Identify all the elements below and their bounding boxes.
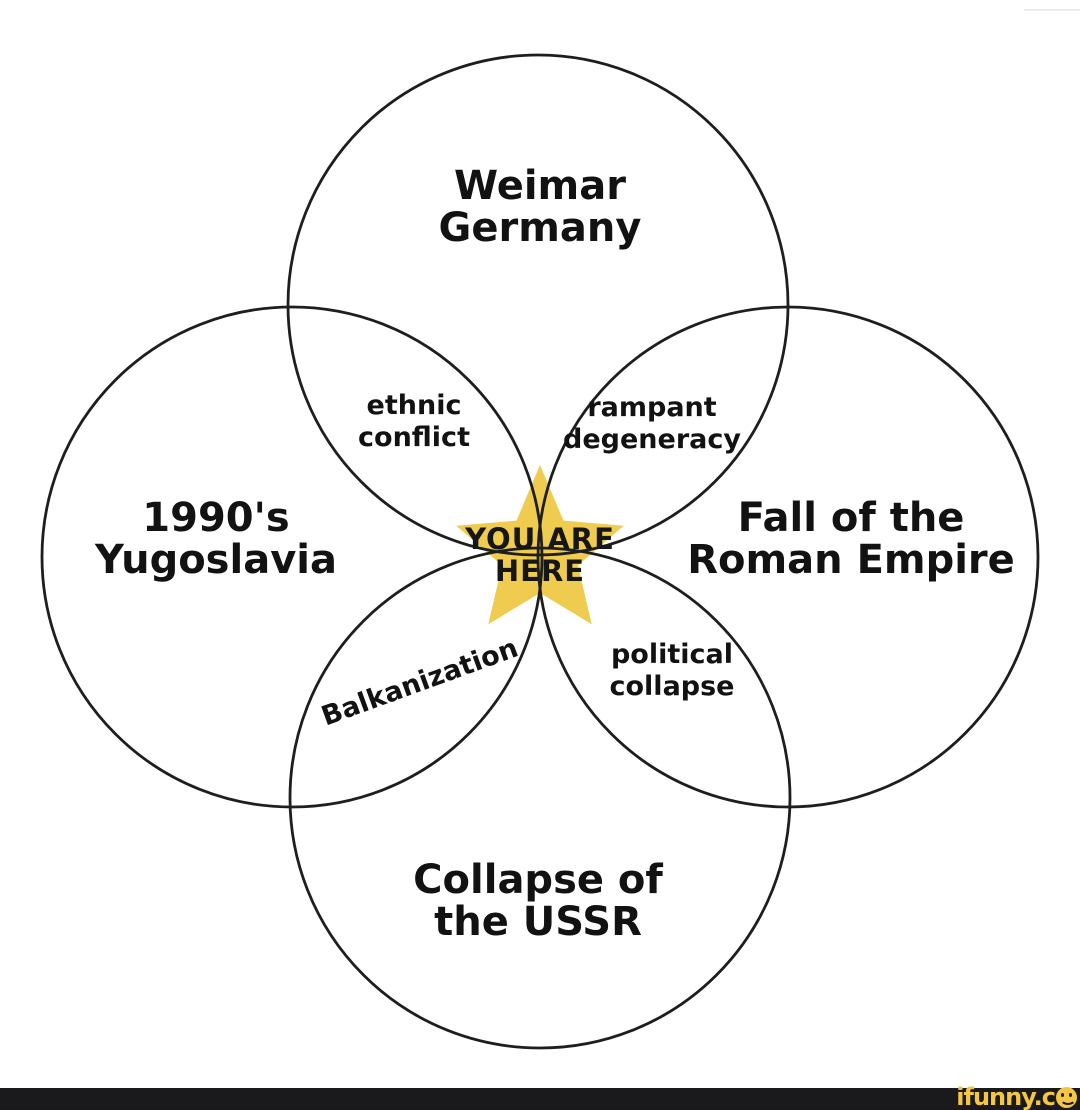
- circle-fall-of-roman-empire: [536, 305, 1040, 809]
- title-line: Roman Empire: [687, 537, 1015, 583]
- title-line: Yugoslavia: [95, 537, 337, 583]
- overlap-line: degeneracy: [563, 424, 741, 455]
- circle-title-collapse-of-ussr: Collapse of the USSR: [413, 859, 663, 943]
- overlap-line: political: [610, 639, 734, 670]
- overlap-line: collapse: [609, 671, 735, 702]
- title-line: Germany: [438, 205, 642, 251]
- smiley-face-icon: [1056, 1086, 1077, 1108]
- title-line: Collapse of: [413, 857, 663, 903]
- top-right-artifact-line: [1024, 9, 1080, 11]
- overlap-line: rampant: [587, 392, 717, 423]
- circle-title-weimar-germany: Weimar Germany: [439, 165, 642, 249]
- overlap-line: ethnic: [366, 390, 462, 421]
- you-are-here-line: HERE: [494, 554, 586, 588]
- watermark-bar: [0, 1088, 1080, 1110]
- circle-1990s-yugoslavia: [40, 305, 544, 809]
- title-line: 1990's: [142, 495, 290, 541]
- you-are-here-star: [456, 465, 624, 625]
- ifunny-brand-text: ifunny.c: [956, 1083, 1056, 1110]
- circle-collapse-of-ussr: [288, 546, 792, 1050]
- title-line: Fall of the: [737, 495, 965, 541]
- overlap-label-ethnic-conflict: ethnic conflict: [358, 390, 470, 454]
- title-line: the USSR: [434, 899, 642, 945]
- you-are-here-label: YOU ARE HERE: [465, 523, 615, 587]
- you-are-here-line: YOU ARE: [465, 522, 615, 556]
- ifunny-watermark: ifunny.c: [956, 1084, 1077, 1110]
- circle-title-1990s-yugoslavia: 1990's Yugoslavia: [95, 497, 337, 581]
- overlap-line: conflict: [358, 422, 470, 453]
- overlap-label-political-collapse: political collapse: [610, 639, 735, 703]
- title-line: Weimar: [454, 163, 626, 209]
- circle-title-fall-of-roman-empire: Fall of the Roman Empire: [687, 497, 1015, 581]
- overlap-label-rampant-degeneracy: rampant degeneracy: [563, 392, 741, 456]
